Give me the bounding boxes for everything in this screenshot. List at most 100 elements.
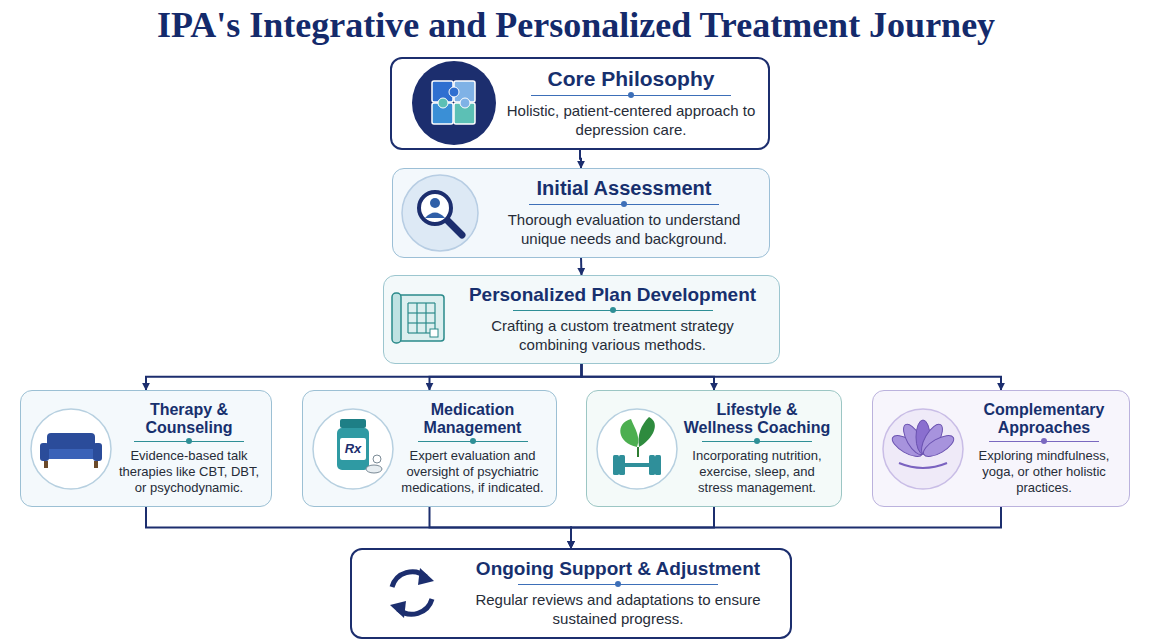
heading-divider [134,441,244,442]
grid-line [408,303,435,304]
couch-arm [93,443,102,461]
grid-line [408,313,435,314]
node-icon [375,556,449,630]
node-text: Ongoing Support & AdjustmentRegular revi… [456,558,780,629]
flow-connector [146,507,571,548]
node-heading: Complementary Approaches [969,401,1119,437]
lotus-base [899,463,947,468]
flow-connector [146,364,582,391]
node-description: Holistic, patient-centered approach to d… [504,102,758,140]
couch-back [47,433,95,451]
icon-disc [597,409,677,489]
process-box: Complementary ApproachesExploring mindfu… [872,390,1130,507]
node-heading: Personalized Plan Development [456,284,769,306]
node-text: Personalized Plan DevelopmentCrafting a … [456,284,769,355]
node-description: Expert evaluation and oversight of psych… [399,448,546,497]
node-icon [409,58,499,148]
node-description: Regular reviews and adaptations to ensur… [456,591,780,629]
process-box: Medication ManagementExpert evaluation a… [302,390,557,507]
flow-connector [430,364,582,391]
heading-divider [531,95,731,96]
leaf [638,417,654,447]
grid-line [425,303,426,333]
node-heading: Medication Management [399,401,546,437]
support-box: Ongoing Support & AdjustmentRegular revi… [350,548,792,639]
divider-dot [610,307,616,313]
node-heading: Lifestyle & Wellness Coaching [683,401,831,437]
divider-dot [754,438,760,444]
icon-disc [412,61,496,145]
grid-line [407,303,408,333]
heading-divider [418,441,528,442]
dumbbell-plate [649,455,655,475]
leaf [620,419,638,447]
plan-sheet [398,295,444,341]
heading-divider [989,441,1099,442]
flow-connector [571,507,1001,548]
couch-leg [94,461,98,468]
node-heading: Initial Assessment [489,177,759,200]
heading-divider [702,441,812,442]
divider-dot [1041,438,1047,444]
node-icon [28,406,114,492]
flow-connector [430,507,572,548]
node-icon [399,172,481,254]
node-description: Evidence-based talk therapies like CBT, … [117,448,261,497]
lotus-petal [920,431,956,460]
couch-arm [40,443,49,461]
cycle-head [418,568,434,585]
heading-divider [529,204,719,205]
flow-connector [582,364,1002,391]
dumbbell-bar [621,463,653,467]
process-box: Therapy & CounselingEvidence-based talk … [20,390,272,507]
pill [366,465,382,473]
couch-leg [44,461,48,468]
heading-divider [518,584,718,585]
node-description: Thorough evaluation to understand unique… [489,211,759,249]
bottle-cap [340,419,366,428]
heading-divider [513,310,713,311]
process-box: Lifestyle & Wellness CoachingIncorporati… [586,390,842,507]
puzzle-knob [449,87,459,97]
icon-disc [313,409,393,489]
dumbbell-plate [613,455,619,475]
rx-label: Rx [340,442,366,456]
couch-seat [47,449,95,459]
grid-line [408,323,435,324]
magnifier-handle [447,220,462,235]
node-text: Therapy & CounselingEvidence-based talk … [117,401,261,497]
person-body [425,212,445,218]
dumbbell-plate [655,455,661,475]
flow-connector [580,258,583,276]
diagram-title: IPA's Integrative and Personalized Treat… [0,4,1152,46]
person-head [430,198,440,208]
node-text: Lifestyle & Wellness CoachingIncorporati… [683,401,831,497]
node-text: Complementary ApproachesExploring mindfu… [969,401,1119,497]
icon-disc [883,409,963,489]
divider-dot [615,581,621,587]
divider-dot [470,438,476,444]
node-text: Medication ManagementExpert evaluation a… [399,401,546,497]
stem [637,447,639,457]
node-heading: Therapy & Counseling [117,401,261,437]
magnifier-lens [419,192,451,224]
node-icon [387,286,453,352]
grid-line [416,303,417,333]
node-heading: Ongoing Support & Adjustment [456,558,780,580]
node-description: Exploring mindfulness, yoga, or other ho… [969,448,1119,497]
node-text: Core PhilosophyHolistic, patient-centere… [504,67,758,140]
icon-disc [31,409,111,489]
flow-connector [580,150,581,169]
pill-bottle [337,428,369,470]
puzzle-knob [460,98,470,108]
icon-disc [402,175,478,251]
process-box: Personalized Plan DevelopmentCrafting a … [383,275,780,364]
philosophy-box: Core PhilosophyHolistic, patient-centere… [390,57,770,150]
node-text: Initial AssessmentThorough evaluation to… [489,177,759,249]
process-box: Initial AssessmentThorough evaluation to… [392,168,770,258]
divider-dot [621,201,627,207]
icon-disc [378,559,446,627]
puzzle-knob [438,98,448,108]
bottle-label [340,438,366,460]
